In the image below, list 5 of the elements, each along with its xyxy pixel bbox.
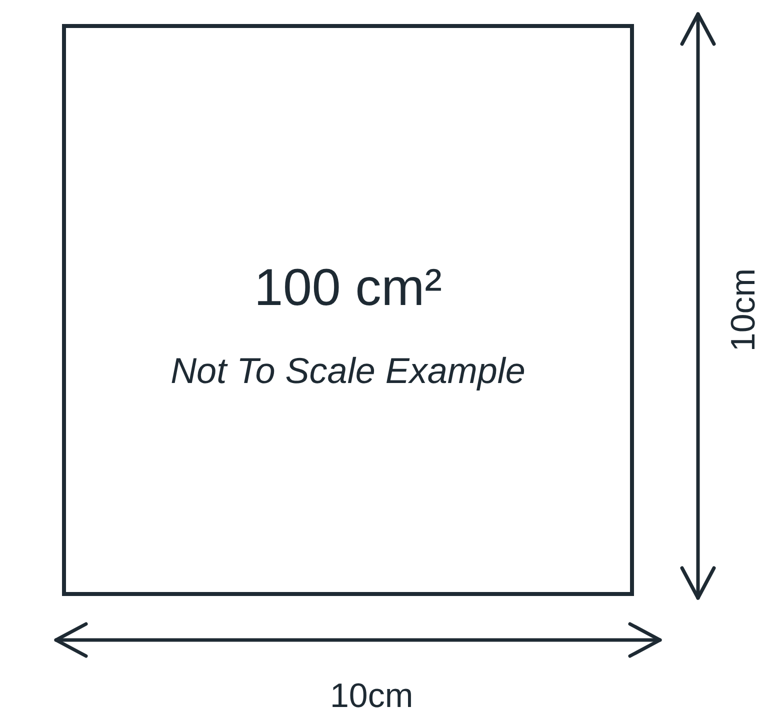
area-value: 100 cm² xyxy=(253,258,443,318)
dimension-label: 10cm xyxy=(330,676,414,716)
note-text: Not To Scale Example xyxy=(170,350,526,392)
square-outline xyxy=(62,24,634,596)
dimension-label: 10cm xyxy=(724,268,764,352)
